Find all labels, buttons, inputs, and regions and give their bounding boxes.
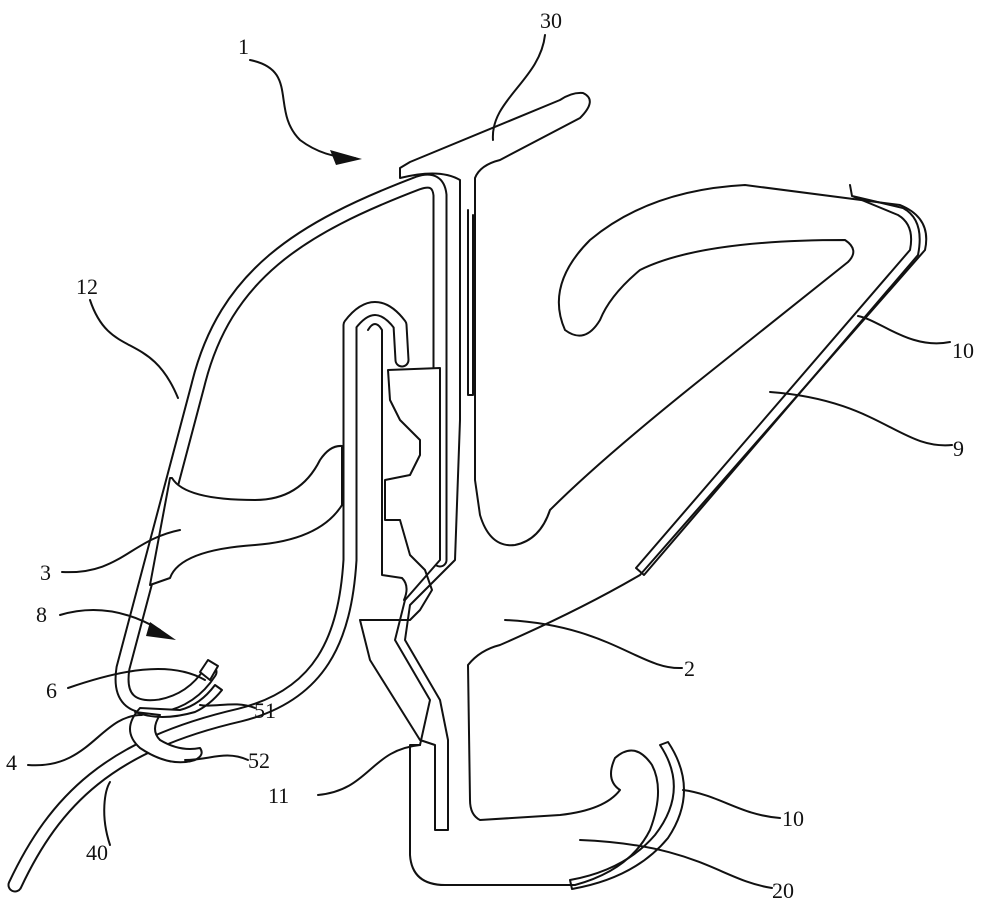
label-30: 30 — [540, 10, 562, 32]
label-4: 4 — [6, 752, 17, 774]
label-1: 1 — [238, 36, 249, 58]
label-52: 52 — [248, 750, 270, 772]
arrow-1-leader — [250, 60, 355, 158]
label-10-lower: 10 — [782, 808, 804, 830]
label-20: 20 — [772, 880, 794, 902]
label-12: 12 — [76, 276, 98, 298]
label-9: 9 — [953, 438, 964, 460]
label-10-upper: 10 — [952, 340, 974, 362]
label-51: 51 — [254, 700, 276, 722]
label-8: 8 — [36, 604, 47, 626]
strip-40 — [15, 309, 402, 886]
label-3: 3 — [40, 562, 51, 584]
label-6: 6 — [46, 680, 57, 702]
label-2: 2 — [684, 658, 695, 680]
label-40: 40 — [86, 842, 108, 864]
arrow-8-head — [146, 622, 176, 640]
label-11: 11 — [268, 785, 289, 807]
arrow-1-head — [330, 150, 362, 165]
